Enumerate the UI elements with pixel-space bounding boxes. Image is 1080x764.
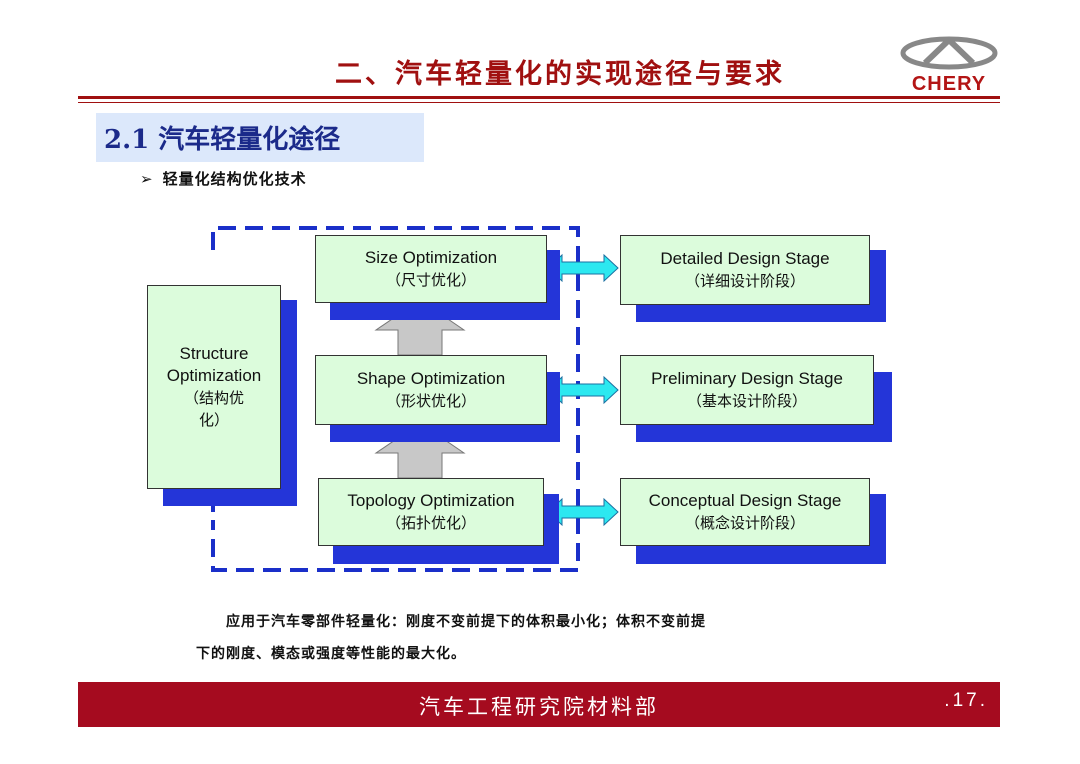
- caption-line-2: 下的刚度、模态或强度等性能的最大化。: [196, 646, 466, 662]
- size-optimization-label: Size Optimization: [364, 248, 498, 267]
- structure-label-line4: 化）: [198, 411, 229, 429]
- double-arrow-conceptual: [547, 497, 619, 527]
- detailed-design-stage-label: Detailed Design Stage: [660, 249, 830, 268]
- structure-optimization-box: Structure Optimization （结构优 化）: [147, 285, 281, 489]
- preliminary-design-stage-label: Preliminary Design Stage: [651, 369, 843, 388]
- shape-optimization-label: Shape Optimization: [356, 369, 506, 388]
- size-optimization-box: Size Optimization （尺寸优化）: [315, 235, 547, 303]
- header-rule-thin: [78, 102, 1000, 103]
- header-rule-thick: [78, 96, 1000, 99]
- section-title-box: 2.1 汽车轻量化途径: [96, 113, 424, 162]
- double-arrow-detailed: [547, 253, 619, 283]
- chery-logo: CHERY: [893, 36, 1005, 100]
- chery-logo-text: CHERY: [911, 73, 987, 95]
- preliminary-design-stage-cn: （基本设计阶段）: [686, 392, 807, 410]
- double-arrow-preliminary: [547, 375, 619, 405]
- topology-optimization-label: Topology Optimization: [347, 491, 515, 510]
- footer-bar: 汽车工程研究院材料部 .17.: [78, 682, 1000, 727]
- preliminary-design-stage-box: Preliminary Design Stage （基本设计阶段）: [620, 355, 874, 425]
- topology-optimization-box: Topology Optimization （拓扑优化）: [318, 478, 544, 546]
- detailed-design-stage-box: Detailed Design Stage （详细设计阶段）: [620, 235, 870, 305]
- size-optimization-cn: （尺寸优化）: [385, 271, 476, 289]
- bullet-item: ➢ 轻量化结构优化技术: [140, 168, 307, 189]
- section-title: 2.1 汽车轻量化途径: [104, 125, 341, 155]
- conceptual-design-stage-box: Conceptual Design Stage （概念设计阶段）: [620, 478, 870, 546]
- footer-department: 汽车工程研究院材料部: [419, 695, 659, 719]
- shape-optimization-cn: （形状优化）: [385, 392, 476, 410]
- topology-optimization-cn: （拓扑优化）: [385, 514, 476, 532]
- structure-label-line2: Optimization: [166, 366, 262, 385]
- page-number: .17.: [944, 690, 988, 711]
- bullet-arrow-icon: ➢: [140, 169, 153, 188]
- dashed-frame: [211, 226, 580, 572]
- bullet-text: 轻量化结构优化技术: [162, 170, 307, 188]
- conceptual-design-stage-label: Conceptual Design Stage: [648, 491, 842, 510]
- conceptual-design-stage-cn: （概念设计阶段）: [684, 514, 805, 532]
- page-header-title: 二、汽车轻量化的实现途径与要求: [335, 59, 785, 90]
- caption-line-1: 应用于汽车零部件轻量化：刚度不变前提下的体积最小化；体积不变前提: [226, 614, 706, 630]
- caption-text: 应用于汽车零部件轻量化：刚度不变前提下的体积最小化；体积不变前提 下的刚度、模态…: [196, 606, 896, 670]
- chery-emblem-icon: [900, 36, 998, 70]
- shape-optimization-box: Shape Optimization （形状优化）: [315, 355, 547, 425]
- structure-label-line1: Structure: [179, 344, 249, 363]
- structure-label-line3: （结构优: [183, 389, 244, 407]
- detailed-design-stage-cn: （详细设计阶段）: [684, 272, 805, 290]
